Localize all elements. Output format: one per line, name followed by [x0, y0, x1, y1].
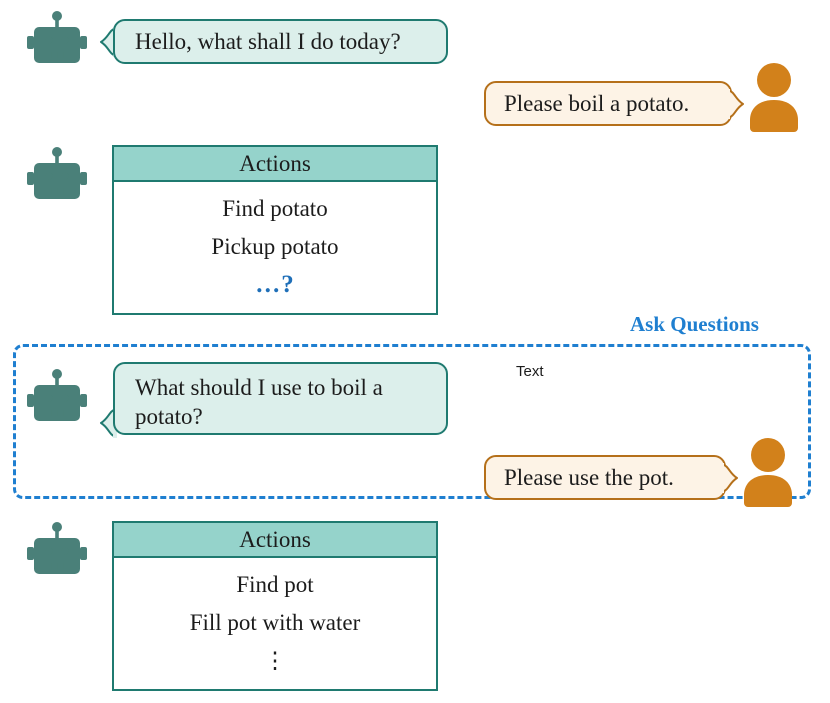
ask-questions-region [13, 344, 811, 499]
robot-message-bubble-1: Hello, what shall I do today? [113, 19, 448, 64]
robot-message-bubble-2: What should I use to boil a potato? [113, 362, 448, 435]
user-message-text-1: Please boil a potato. [504, 90, 690, 116]
bubble-tail-user-2 [721, 463, 739, 493]
actions-table-2-body: Find pot Fill pot with water ⋮ [114, 558, 436, 680]
robot-icon [26, 521, 88, 583]
table-row: Find pot [236, 572, 314, 597]
text-modality-label: Text [516, 363, 544, 380]
actions-table-1-body: Find potato Pickup potato …? [114, 182, 436, 304]
ask-questions-label: Ask Questions [630, 312, 759, 336]
robot-message-text-1: Hello, what shall I do today? [135, 28, 401, 54]
user-message-bubble-2: Please use the pot. [484, 455, 726, 500]
actions-table-2: Actions Find pot Fill pot with water ⋮ [112, 521, 438, 691]
bubble-tail-user-1 [727, 89, 745, 119]
table-row: Pickup potato [211, 234, 339, 259]
user-message-bubble-1: Please boil a potato. [484, 81, 732, 126]
person-icon [739, 437, 797, 507]
table-row: Fill pot with water [189, 610, 361, 635]
table-row-unknown-action: …? [255, 271, 295, 298]
robot-icon [26, 10, 88, 72]
person-icon [745, 62, 803, 132]
actions-table-1-header: Actions [114, 147, 436, 182]
actions-table-2-header: Actions [114, 523, 436, 558]
table-row-continuation: ⋮ [263, 648, 287, 673]
actions-table-1: Actions Find potato Pickup potato …? [112, 145, 438, 315]
table-row: Find potato [222, 196, 328, 221]
robot-icon [26, 368, 88, 430]
robot-message-text-2: What should I use to boil a potato? [135, 375, 383, 430]
user-message-text-2: Please use the pot. [504, 464, 674, 490]
robot-icon [26, 146, 88, 208]
